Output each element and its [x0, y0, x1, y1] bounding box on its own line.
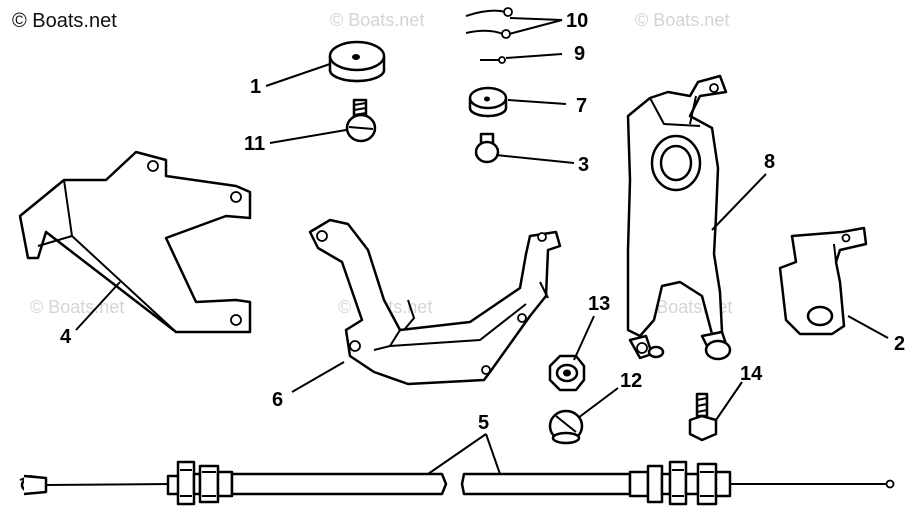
part-pin [480, 56, 506, 64]
part-throttle-arm [626, 74, 732, 361]
copyright-notice: © Boats.net [12, 10, 117, 32]
callout-12: 12 [620, 370, 642, 392]
callout-7: 7 [576, 95, 587, 117]
part-nut [548, 354, 586, 392]
part-bracket [18, 150, 252, 334]
callout-5: 5 [478, 412, 489, 434]
part-screw [345, 98, 377, 143]
watermark: © Boats.net [330, 10, 425, 30]
callout-3: 3 [578, 154, 589, 176]
callout-14: 14 [740, 363, 763, 385]
callout-1: 1 [250, 76, 261, 98]
part-washer [328, 40, 386, 83]
callout-4: 4 [60, 326, 72, 348]
callout-labels: 1 2 3 4 5 6 7 8 9 10 11 12 13 14 [60, 10, 905, 434]
watermark: © Boats.net [635, 10, 730, 30]
callout-11: 11 [244, 133, 265, 155]
part-washer-small [468, 86, 508, 118]
leader-lines [75, 17, 889, 475]
callout-8: 8 [764, 151, 775, 173]
part-cotter-pins [465, 7, 513, 39]
part-bolt [688, 392, 718, 442]
part-lever-bracket [308, 218, 562, 386]
callout-13: 13 [588, 293, 610, 315]
callout-6: 6 [272, 389, 283, 411]
part-round-screw [548, 409, 584, 445]
callout-2: 2 [894, 333, 905, 355]
callout-10: 10 [566, 10, 588, 32]
part-throttle-cable [19, 460, 895, 506]
part-small-plate [778, 226, 868, 336]
callout-9: 9 [574, 43, 585, 65]
part-shoulder-pin [474, 132, 500, 164]
